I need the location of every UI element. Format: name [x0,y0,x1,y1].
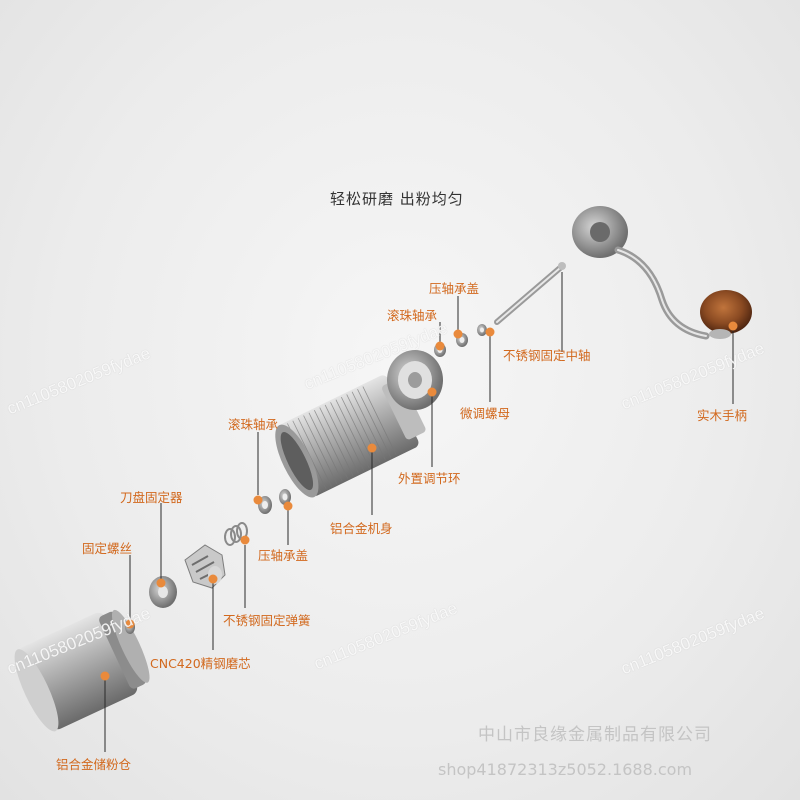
center-shaft-part [494,262,566,325]
label-powder-bin: 铝合金储粉仓 [56,757,132,772]
handle-part [572,206,752,340]
powder-bin-part [14,609,150,732]
label-press-cap-mid: 压轴承盖 [258,548,309,563]
page-title: 轻松研磨 出粉均匀 [330,190,464,208]
label-press-cap-top: 压轴承盖 [429,281,480,296]
leader-lines [104,272,734,752]
label-fix-screw: 固定螺丝 [82,541,133,556]
label-aluminum-body: 铝合金机身 [330,521,393,536]
label-outer-ring: 外置调节环 [398,471,461,486]
label-steel-center-shaft: 不锈钢固定中轴 [503,348,591,363]
label-micro-nut: 微调螺母 [460,406,511,421]
label-burr-holder: 刀盘固定器 [120,490,183,505]
label-ball-bearing-top: 滚珠轴承 [387,308,438,323]
footer-company: 中山市良缘金属制品有限公司 [478,725,712,745]
label-ball-bearing-mid: 滚珠轴承 [228,417,279,432]
mid-bearing-parts [258,489,291,514]
label-steel-spring: 不锈钢固定弹簧 [223,613,311,628]
label-wood-handle: 实木手柄 [697,408,748,423]
steel-spring-part [224,522,248,546]
burr-core-part [184,544,226,589]
label-burr-core: CNC420精钢磨芯 [150,656,251,671]
callout-dots [100,321,738,681]
aluminum-body-part [275,375,426,498]
burr-holder-part [149,576,177,608]
footer-shop: shop41872313z5052.1688.com [438,760,693,779]
